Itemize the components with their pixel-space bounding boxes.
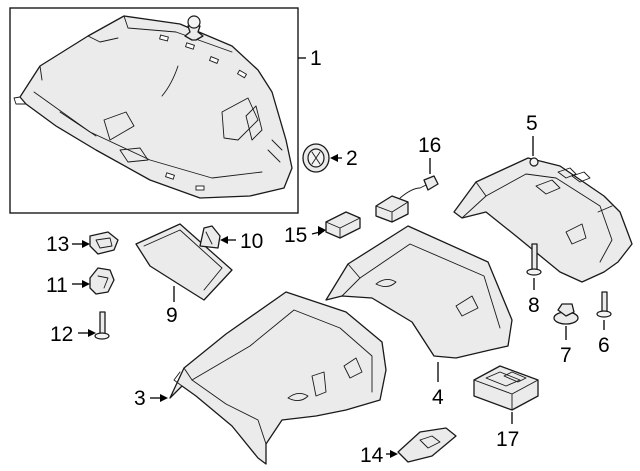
part-2-round-cap[interactable] — [302, 143, 330, 173]
callout-8: 8 — [528, 294, 540, 317]
part-13-clip[interactable] — [89, 231, 119, 255]
callout-5: 5 — [526, 112, 538, 135]
part-12-screw[interactable] — [94, 311, 110, 340]
callout-1: 1 — [310, 47, 322, 70]
callout-11: 11 — [46, 274, 68, 297]
part-5-rear-panel[interactable] — [453, 157, 633, 283]
part-14-lamp-lens[interactable] — [397, 427, 457, 463]
callout-15: 15 — [284, 224, 307, 247]
part-6-screw[interactable] — [596, 291, 612, 318]
part-3-front-panel[interactable] — [169, 291, 387, 465]
callout-2: 2 — [346, 147, 358, 170]
callout-6: 6 — [598, 334, 610, 357]
part-4-middle-panel[interactable] — [325, 225, 513, 359]
part-9-visor[interactable] — [135, 223, 233, 301]
assembly-frame — [9, 7, 299, 214]
part-17-lamp-housing[interactable] — [473, 365, 539, 411]
callout-17: 17 — [496, 428, 519, 451]
part-16-harness-module[interactable] — [375, 175, 439, 223]
callout-9: 9 — [166, 304, 178, 327]
callout-7: 7 — [560, 344, 572, 367]
callout-12: 12 — [50, 323, 73, 346]
part-8-screw[interactable] — [526, 243, 542, 276]
part-1-headliner-assembly[interactable] — [9, 7, 299, 214]
callout-4: 4 — [432, 386, 444, 409]
part-11-bracket[interactable] — [89, 267, 115, 295]
callout-3: 3 — [134, 387, 146, 410]
callout-13: 13 — [46, 233, 69, 256]
part-15-pad[interactable] — [325, 211, 361, 239]
callout-16: 16 — [418, 134, 441, 157]
part-7-grommet[interactable] — [553, 303, 579, 325]
callout-10: 10 — [240, 230, 263, 253]
part-10-clip[interactable] — [199, 225, 221, 249]
callout-14: 14 — [360, 444, 384, 467]
